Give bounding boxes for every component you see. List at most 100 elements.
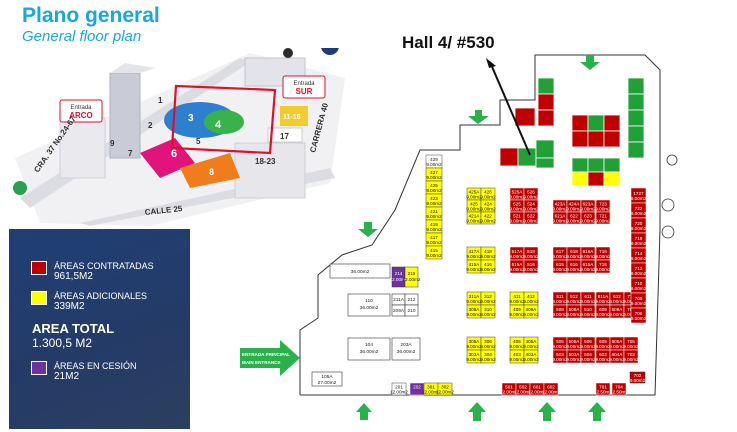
booth-area-label: 9.00m2 xyxy=(566,219,582,224)
booth-id-label: 522 xyxy=(527,214,535,219)
booth-area-label: 9.00m2 xyxy=(552,254,568,259)
booth-area-label: 9.00m2 xyxy=(552,357,568,362)
booth-id-label: 505A xyxy=(569,339,581,344)
booth-area-label: 12.00m2 xyxy=(390,390,408,395)
main-entrance-label-en: MAIN ENTRANCE xyxy=(242,360,281,365)
booth-area-label: 9.00m2 xyxy=(509,344,525,349)
booth-id-label: 526 xyxy=(527,190,535,195)
booth-area-label: 9.00m2 xyxy=(595,312,611,317)
booth-area-label: 9.00m2 xyxy=(426,175,442,180)
booth-id-label: 615 xyxy=(556,262,564,267)
booth-area-label: 9.00m2 xyxy=(552,219,568,224)
booth-416 xyxy=(480,259,496,274)
general-floor-plan-map: Entrada ARCO Entrada SUR 3 4 6 8 11-16 1… xyxy=(13,48,345,226)
booth-215 xyxy=(404,266,419,288)
booth-210-id: 210 xyxy=(407,308,415,314)
booth-id-label: 611A xyxy=(598,294,609,299)
booth-area-label: 9.00m2 xyxy=(580,267,596,272)
booth-id-label: 417 xyxy=(430,235,438,240)
booth-area-label: 9.00m2 xyxy=(595,219,611,224)
booth-id-label: 409 xyxy=(513,307,521,312)
pavilion-11-16-shape xyxy=(280,106,308,126)
booth-115-label: 36.00m2 xyxy=(351,269,370,275)
booth-area-label: 9.00m2 xyxy=(466,219,482,224)
entrance-arco-sign xyxy=(59,99,103,123)
booth-area-label: 9.00m2 xyxy=(466,195,482,200)
pavilion-2-label: 2 xyxy=(148,121,153,130)
booth-id-label: 415 xyxy=(430,248,438,253)
booth-id-label: 312 xyxy=(484,294,492,299)
booth-area-label: 9.00m2 xyxy=(523,207,539,212)
booth-grid: 425A9.00m24269.00m2525A9.00m25269.00m242… xyxy=(390,154,647,396)
booth-706 xyxy=(630,307,647,324)
booth-area-label: 9.00m2 xyxy=(426,201,442,206)
booth-id-label: 609 xyxy=(599,307,607,312)
booth-210 xyxy=(404,304,419,317)
booth-215-id: 215 xyxy=(408,271,416,276)
arrow-up-icon xyxy=(356,403,372,420)
booth-area-label: 9.00m2 xyxy=(480,219,496,224)
booth-id-label: 623A xyxy=(583,202,595,207)
booth-area-label: 9.00m2 xyxy=(509,312,525,317)
booth-id-label: 503 xyxy=(556,352,564,357)
booth-area-label: 9.00m2 xyxy=(595,299,611,304)
tower-building xyxy=(109,72,141,159)
booth-id-label: 616 xyxy=(570,262,578,267)
pavilion-8-shape xyxy=(180,153,240,188)
booth-id-label: 305A xyxy=(469,339,481,344)
booth-area-label: 9.00m2 xyxy=(480,357,496,362)
booth-id-label: 714 xyxy=(635,251,643,256)
legend-swatch-red xyxy=(31,261,47,275)
booth-id-label: 704 xyxy=(615,385,623,390)
booth-212-id: 212 xyxy=(407,297,415,303)
booth-area-label: 9.00m2 xyxy=(523,357,539,362)
booth-area-label: 9.00m2 xyxy=(580,219,596,224)
booth-area-label: 9.00m2 xyxy=(466,299,482,304)
booth-area-label: 9.00m2 xyxy=(631,241,647,246)
booth-area-label: 12.00m2 xyxy=(436,390,454,395)
pavilion-9-label: 9 xyxy=(110,139,115,148)
booth-area-label: 9.00m2 xyxy=(480,195,496,200)
arrow-down-icon xyxy=(580,55,600,70)
booth-id-label: 417A xyxy=(469,249,481,254)
booth-area-label: 9.00m2 xyxy=(609,357,625,362)
booth-id-label: 425A xyxy=(469,190,481,195)
booth-id-label: 623 xyxy=(584,214,592,219)
booth-203a xyxy=(391,337,421,361)
booth-409a xyxy=(523,304,539,319)
column-circle xyxy=(661,198,675,212)
booth-id-label: 618 xyxy=(570,249,578,254)
booth-area-label: 9.00m2 xyxy=(480,344,496,349)
booth-id-label: 518 xyxy=(527,249,535,254)
booth-415 xyxy=(425,245,443,260)
booth-id-label: 302 xyxy=(441,385,449,390)
booth-203a-id: 203A xyxy=(400,342,412,348)
booth-id-label: 425 xyxy=(470,202,478,207)
booth-area-label: 9.00m2 xyxy=(466,312,482,317)
booth-id-label: 609A xyxy=(612,307,624,312)
booth-area-label: 9.00m2 xyxy=(631,316,647,321)
booth-area-label: 12.00m2 xyxy=(500,390,518,395)
booth-area-label: 9.00m2 xyxy=(595,357,611,362)
booth-id-label: 416 xyxy=(484,262,492,267)
booth-area-label: 9.00m2 xyxy=(523,219,539,224)
hall-outline xyxy=(299,54,661,396)
booth-105a-id: 105A xyxy=(321,374,333,380)
booth-area-label: 9.00m2 xyxy=(566,357,582,362)
booth-id-label: 304 xyxy=(484,352,492,357)
pointer-arrowhead-icon xyxy=(486,58,496,68)
legend-swatch-purple xyxy=(31,361,47,375)
legend-total-label: AREA TOTAL xyxy=(32,321,115,336)
pavilion-11-16-label: 11-16 xyxy=(283,114,301,121)
booth-id-label: 622 xyxy=(570,214,578,219)
pavilion-3-label: 3 xyxy=(188,113,194,124)
booth-id-label: 611 xyxy=(584,294,592,299)
booth-area-label: 9.00m2 xyxy=(580,344,596,349)
pavilion-4-shape xyxy=(204,110,244,134)
green-zone-top xyxy=(499,77,645,187)
booth-504 xyxy=(580,349,596,364)
booth-id-label: 517A xyxy=(512,249,524,254)
booth-215-area: 12.00m2 xyxy=(403,277,421,282)
booth-area-label: 9.00m2 xyxy=(566,312,582,317)
